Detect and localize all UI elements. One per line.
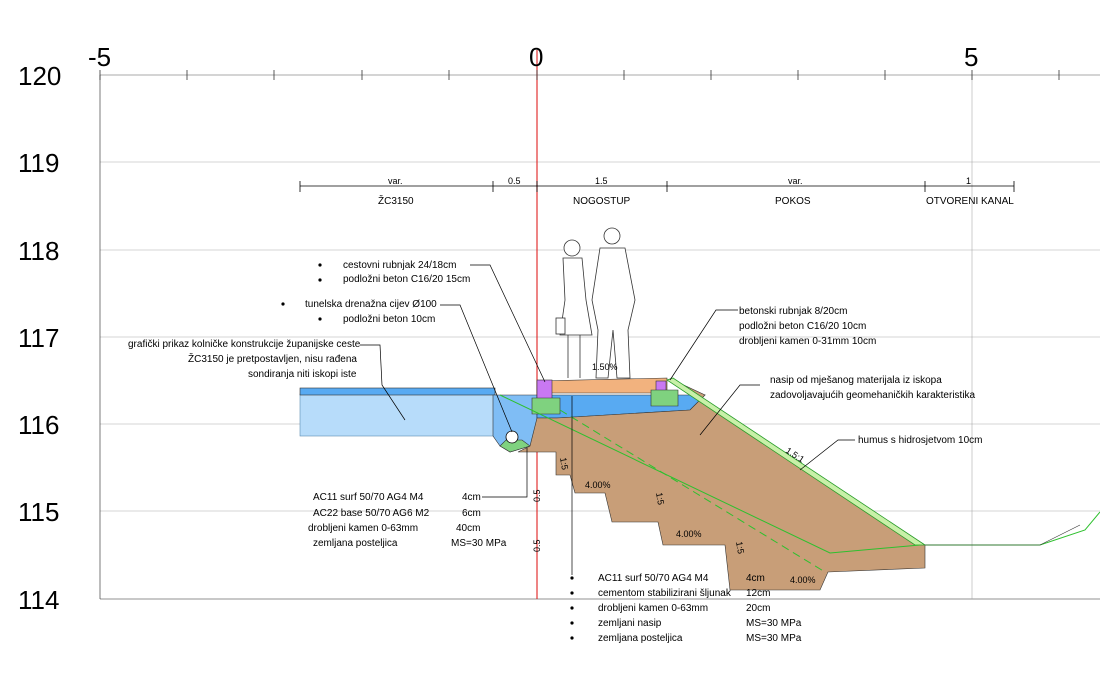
dim-value: var. [388, 176, 403, 186]
slope-label: 1:5 [734, 541, 746, 555]
sidewalk-layer-value: 20cm [746, 603, 770, 614]
x-tick-label: 5 [964, 42, 978, 72]
sidewalk-layer-value: MS=30 MPa [746, 618, 802, 629]
road-subbase [299, 393, 496, 437]
dim-value: 0.5 [508, 176, 521, 186]
road-layer-value: MS=30 MPa [451, 538, 507, 549]
road-layer-value: 6cm [462, 508, 481, 519]
y-tick-label: 119 [18, 148, 59, 178]
y-tick-label: 116 [18, 410, 59, 440]
drain-pipe-icon [505, 430, 519, 444]
terrain-line-old [925, 524, 1081, 546]
road-layer-name: drobljeni kamen 0-63mm [308, 523, 418, 534]
road-curb-bed [531, 397, 561, 415]
sidewalk-layer-name: AC11 surf 50/70 AG4 M4 [598, 573, 709, 584]
note-road: ŽC3150 je pretpostavljen, nisu rađena [188, 352, 357, 365]
road-layer-value: 4cm [462, 492, 481, 503]
note-bcurb: drobljeni kamen 0-31mm 10cm [739, 336, 876, 347]
slope-label: 4.00% [585, 480, 611, 490]
green-line [499, 394, 921, 554]
pedestrians-icon [555, 227, 636, 379]
bullet-icon [318, 263, 322, 267]
bullet-icon [570, 591, 574, 595]
sidewalk-layer-value: MS=30 MPa [746, 633, 802, 644]
bullet-icon [570, 621, 574, 625]
note-bcurb: podložni beton C16/20 10cm [739, 321, 866, 332]
dim-value: var. [788, 176, 803, 186]
note-bcurb: betonski rubnjak 8/20cm [739, 306, 847, 317]
slope-label: 1:5 [654, 492, 666, 506]
leader-lines [360, 264, 855, 575]
dim-value: 1.5 [595, 176, 608, 186]
note-humus: humus s hidrosjetvom 10cm [858, 435, 983, 446]
slope-label: 4.00% [676, 529, 702, 539]
road-asphalt [299, 387, 496, 396]
sidewalk-layer-name: cementom stabilizirani šljunak [598, 588, 732, 599]
sidewalk-layer-name: zemljana posteljica [598, 633, 683, 644]
dim-label: 0.5 [532, 539, 542, 552]
dim-label: ŽC3150 [378, 194, 414, 207]
note-fill: nasip od mješanog materijala iz iskopa [770, 375, 942, 386]
bullet-icon [318, 278, 322, 282]
bullet-icon [570, 576, 574, 580]
note-curb: cestovni rubnjak 24/18cm [343, 260, 456, 271]
drain-concrete-bed [499, 439, 531, 453]
bullet-icon [570, 606, 574, 610]
slope-label: 1:5 [558, 457, 570, 471]
dim-value: 1 [966, 176, 971, 186]
road-layer-name: AC11 surf 50/70 AG4 M4 [313, 492, 424, 503]
note-curb: podložni beton C16/20 15cm [343, 274, 470, 285]
note-drain: tunelska drenažna cijev Ø100 [305, 299, 437, 310]
dim-label: OTVORENI KANAL [926, 196, 1014, 207]
y-tick-label: 114 [18, 585, 59, 615]
sidewalk-layer-value: 12cm [746, 588, 770, 599]
sidewalk-layer-name: drobljeni kamen 0-63mm [598, 603, 708, 614]
dim-label: POKOS [775, 196, 811, 207]
top-ruler-ticks [99, 70, 1060, 80]
road-layer-name: AC22 base 50/70 AG6 M2 [313, 508, 430, 519]
y-tick-label: 118 [18, 236, 59, 266]
sidewalk-layer-value: 4cm [746, 573, 765, 584]
sidewalk-surface [536, 377, 668, 394]
x-tick-label: -5 [88, 42, 111, 72]
bullet-icon [570, 636, 574, 640]
road-layer-value: 40cm [456, 523, 480, 534]
road-curb [536, 379, 553, 401]
embankment-fill [517, 379, 926, 591]
note-road: sondiranja niti iskopi iste [248, 369, 357, 380]
note-drain: podložni beton 10cm [343, 314, 435, 325]
x-tick-label: 0 [529, 42, 543, 72]
bullet-icon [318, 317, 322, 321]
dim-label: NOGOSTUP [573, 196, 631, 207]
dim-label: 0.5 [532, 489, 542, 502]
slope-label: 4.00% [790, 575, 816, 585]
y-tick-label: 115 [18, 497, 59, 527]
slope-label: 1.50% [592, 362, 618, 372]
y-tick-label: 120 [18, 61, 61, 91]
terrain-line [925, 511, 1100, 546]
note-fill: zadovoljavajućih geomehaničkih karakteri… [770, 390, 976, 401]
y-tick-label: 117 [18, 323, 59, 353]
sidewalk-curb-bed [650, 389, 679, 407]
dimension-chain [299, 181, 1015, 192]
note-road: grafički prikaz kolničke konstrukcije žu… [128, 339, 361, 350]
road-layer-name: zemljana posteljica [313, 538, 398, 549]
sidewalk-layer-name: zemljani nasip [598, 618, 662, 629]
bullet-icon [281, 302, 285, 306]
